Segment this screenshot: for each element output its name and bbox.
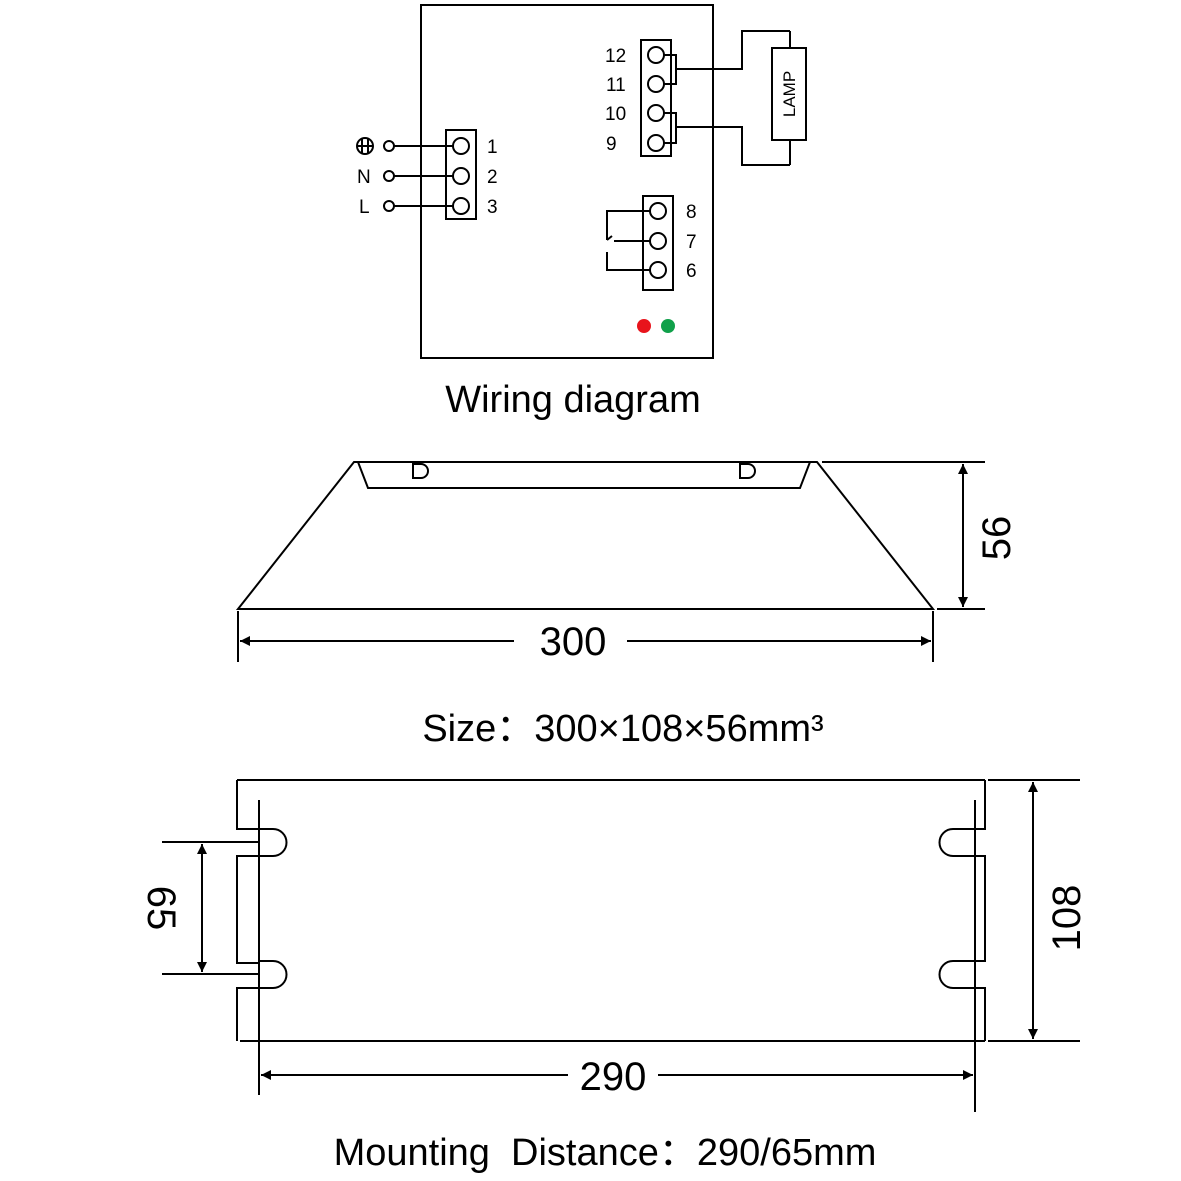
lamp-label: LAMP: [780, 71, 799, 117]
relay-terminal-number-7: 7: [686, 232, 697, 253]
lamp-screw-10: [647, 104, 665, 122]
side-view-outline: [235, 461, 936, 610]
indicator-red: [637, 319, 651, 333]
mounting-slot-right-top: [938, 828, 975, 857]
wiring-diagram: [383, 4, 807, 359]
mounting-slot-left-bottom: [259, 960, 288, 989]
lamp-jumper-lower: [664, 112, 790, 166]
right-edge: [975, 780, 986, 1041]
mounting-caption: Mounting Distance：290/65mm: [334, 1132, 877, 1174]
lamp-screw-12: [647, 46, 665, 64]
relay-screw-7: [649, 232, 667, 250]
input-screw-3: [452, 197, 470, 215]
lamp-terminal-number-11: 11: [606, 75, 626, 96]
mount-length-dimension-label: 290: [580, 1055, 647, 1099]
lamp-terminal-number-9: 9: [606, 134, 617, 155]
size-caption: Size：300×108×56mm³: [422, 708, 823, 750]
relay-terminal-block: [642, 195, 674, 291]
length-dimension-label: 300: [540, 620, 607, 664]
indicator-green: [661, 319, 675, 333]
left-edge: [236, 780, 259, 1041]
mounting-flange: [357, 461, 811, 489]
relay-terminal-number-6: 6: [686, 261, 697, 282]
ballast-outline: [420, 4, 714, 359]
lamp-jumper-upper: [664, 30, 790, 85]
side-view: [235, 461, 985, 662]
relay-screw-6: [649, 261, 667, 279]
lamp-screw-11: [647, 75, 665, 93]
earth-icon: [356, 137, 374, 155]
spacing-dimension-label: 65: [139, 886, 183, 931]
input-screw-2: [452, 167, 470, 185]
input-number-2: 2: [487, 167, 498, 188]
relay-screw-8: [649, 202, 667, 220]
mounting-slot-right-bottom: [938, 960, 975, 989]
flange-slot-right: [739, 463, 756, 479]
height-dimension-label: 56: [975, 516, 1019, 561]
relay-contact: [606, 210, 650, 271]
lamp-screw-9: [647, 134, 665, 152]
width-dimension-label: 108: [1045, 885, 1089, 952]
input-screw-1: [452, 137, 470, 155]
input-terminal-block: [445, 129, 477, 220]
mounting-slot-left-top: [259, 828, 288, 857]
lamp-terminal-block: [640, 39, 672, 157]
input-wire-end-2: [383, 170, 395, 182]
lamp-terminal-number-10: 10: [605, 104, 626, 125]
input-wire-end-1: [383, 140, 395, 152]
wiring-caption: Wiring diagram: [445, 379, 701, 421]
relay-terminal-number-8: 8: [686, 202, 697, 223]
input-number-3: 3: [487, 197, 498, 218]
flange-slot-left: [412, 463, 429, 479]
lamp-terminal-number-12: 12: [605, 46, 626, 67]
input-wire-end-3: [383, 200, 395, 212]
input-label-line: L: [359, 197, 370, 218]
input-label-neutral: N: [357, 167, 371, 188]
top-view: [162, 779, 1080, 1112]
input-number-1: 1: [487, 137, 498, 158]
